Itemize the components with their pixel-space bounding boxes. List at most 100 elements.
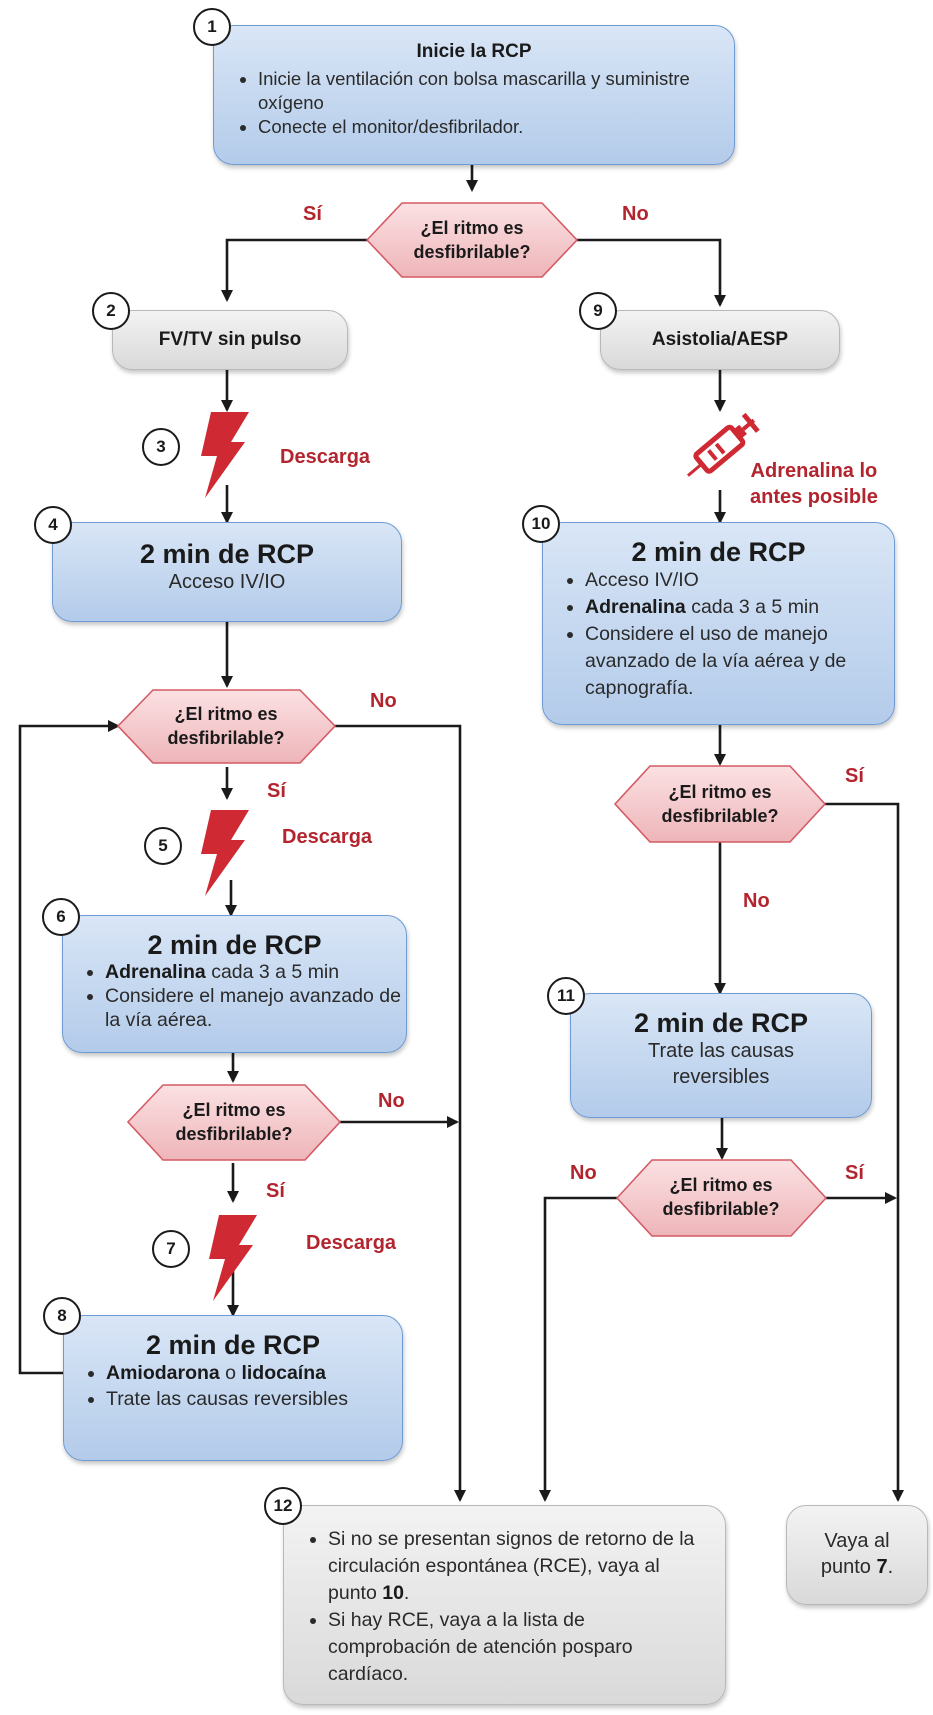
step-4-number: 4 (34, 506, 72, 544)
lightning-bolt-icon (201, 412, 249, 498)
decision-4-line2: desfibrilable? (175, 1124, 293, 1144)
step-12-number: 12 (264, 1487, 302, 1525)
syringe-icon (686, 412, 760, 477)
step-12-bullet-1-end: . (403, 1582, 410, 1604)
step-10-dose: cada 3 a 5 min (685, 596, 820, 618)
decision-diamond-3 (613, 765, 827, 843)
step-9-number: 9 (579, 292, 617, 330)
step-6-dose: cada 3 a 5 min (205, 961, 340, 983)
step-9-label: Asistolia/AESP (651, 329, 789, 350)
decision-1-line1: ¿El ritmo es (420, 218, 524, 238)
step-4-box: 2 min de RCP Acceso IV/IO (52, 522, 402, 622)
goto-line-2-end: . (887, 1556, 894, 1578)
epinephrine-line-1: Adrenalina lo (750, 460, 878, 482)
decision-diamond-5 (615, 1159, 828, 1237)
step-12-list: Si no se presentan signos de retorno de … (304, 1526, 711, 1688)
step-12-box: Si no se presentan signos de retorno de … (283, 1505, 726, 1705)
step-8-bullet-1: Amiodarona o lidocaína (106, 1360, 402, 1386)
decision-5-label: ¿El ritmo es desfibrilable? (641, 1173, 801, 1221)
step-6-list: Adrenalina cada 3 a 5 min Considere el m… (81, 960, 406, 1032)
step-7-label: Descarga (306, 1232, 397, 1254)
step-5-label: Descarga (282, 826, 373, 848)
step-10-bullet-1: Acceso IV/IO (585, 567, 894, 594)
step-1-bullet-2: Conecte el monitor/desfibrilador. (258, 115, 734, 139)
step-10-bullet-2: Adrenalina cada 3 a 5 min (585, 594, 894, 621)
answer-no-2: No (370, 690, 397, 712)
step-8-list: Amiodarona o lidocaína Trate las causas … (82, 1360, 402, 1412)
goto-line-2: punto 7. (787, 1554, 927, 1580)
step-6-number: 6 (42, 898, 80, 936)
answer-yes-5: Sí (845, 1162, 864, 1184)
decision-diamond-2 (116, 689, 337, 764)
step-3-number: 3 (142, 428, 180, 466)
step-5-number: 5 (144, 827, 182, 865)
decision-3-label: ¿El ritmo es desfibrilable? (640, 780, 800, 828)
step-8-box: 2 min de RCP Amiodarona o lidocaína Trat… (63, 1315, 403, 1461)
decision-3-line1: ¿El ritmo es (668, 782, 772, 802)
step-1-list: Inicie la ventilación con bolsa mascaril… (234, 67, 734, 139)
decision-2-line2: desfibrilable? (167, 728, 285, 748)
step-2-box: FV/TV sin pulso (112, 310, 348, 370)
step-7-number: 7 (152, 1230, 190, 1268)
step-11-line-2: reversibles (672, 1066, 770, 1088)
step-2-label: FV/TV sin pulso (158, 329, 302, 350)
decision-diamond-4 (126, 1084, 342, 1161)
answer-yes-2: Sí (267, 780, 286, 802)
step-12-bullet-2: Si hay RCE, vaya a la lista de comprobac… (328, 1607, 711, 1688)
step-1-number: 1 (193, 8, 231, 46)
step-1-bullet-1: Inicie la ventilación con bolsa mascaril… (258, 67, 734, 115)
step-8-drug-1: Amiodarona (106, 1362, 220, 1384)
decision-5-line1: ¿El ritmo es (669, 1175, 773, 1195)
step-12-ref-10: 10 (382, 1582, 404, 1604)
step-12-bullet-1-text: Si no se presentan signos de retorno de … (328, 1528, 695, 1604)
step-12-bullet-1: Si no se presentan signos de retorno de … (328, 1526, 711, 1607)
answer-no-3: No (743, 890, 770, 912)
step-8-title: 2 min de RCP (145, 1330, 321, 1360)
step-8-bullet-2: Trate las causas reversibles (106, 1386, 402, 1412)
goto-line-1: Vaya al (824, 1530, 890, 1552)
step-8-number: 8 (43, 1297, 81, 1335)
step-10-number: 10 (522, 505, 560, 543)
step-6-box: 2 min de RCP Adrenalina cada 3 a 5 min C… (62, 915, 407, 1053)
decision-diamond-1 (365, 202, 579, 278)
step-10-drug: Adrenalina (585, 596, 686, 618)
epinephrine-line-2: antes posible (750, 486, 878, 508)
step-11-title: 2 min de RCP (633, 1008, 809, 1038)
step-8-or: o (219, 1362, 242, 1384)
decision-2-line1: ¿El ritmo es (174, 704, 278, 724)
step-3-label: Descarga (280, 446, 371, 468)
answer-yes-4: Sí (266, 1180, 285, 1202)
lightning-bolt-icon (209, 1215, 257, 1301)
step-1-box: Inicie la RCP Inicie la ventilación con … (213, 25, 735, 165)
step-6-bullet-2: Considere el manejo avanzado de la vía a… (105, 984, 406, 1032)
decision-2-label: ¿El ritmo es desfibrilable? (146, 702, 306, 750)
answer-no-5: No (570, 1162, 597, 1184)
decision-4-label: ¿El ritmo es desfibrilable? (154, 1098, 314, 1146)
goto-step-7-box: Vaya al punto 7. (786, 1505, 928, 1605)
step-6-bullet-1: Adrenalina cada 3 a 5 min (105, 960, 406, 984)
step-6-title: 2 min de RCP (147, 930, 322, 960)
decision-1-line2: desfibrilable? (413, 242, 531, 262)
step-6-drug: Adrenalina (105, 961, 206, 983)
decision-5-line2: desfibrilable? (662, 1199, 780, 1219)
step-11-box: 2 min de RCP Trate las causas reversible… (570, 993, 872, 1118)
goto-line-2-text: punto (820, 1556, 877, 1578)
answer-yes-1: Sí (303, 203, 322, 225)
step-1-title: Inicie la RCP (416, 41, 532, 62)
epinephrine-label: Adrenalina lo antes posible (750, 458, 878, 510)
step-9-box: Asistolia/AESP (600, 310, 840, 370)
step-4-subtitle: Acceso IV/IO (168, 571, 286, 593)
step-2-number: 2 (92, 292, 130, 330)
step-11-line-1: Trate las causas (648, 1040, 794, 1062)
step-4-title: 2 min de RCP (139, 539, 315, 569)
lightning-bolt-icon (201, 810, 249, 896)
step-10-box: 2 min de RCP Acceso IV/IO Adrenalina cad… (542, 522, 895, 725)
step-11-number: 11 (547, 977, 585, 1015)
step-10-list: Acceso IV/IO Adrenalina cada 3 a 5 min C… (561, 567, 894, 702)
answer-yes-3: Sí (845, 765, 864, 787)
decision-3-line2: desfibrilable? (661, 806, 779, 826)
step-10-bullet-3: Considere el uso de manejo avanzado de l… (585, 621, 894, 702)
decision-1-label: ¿El ritmo es desfibrilable? (392, 216, 552, 264)
step-10-title: 2 min de RCP (631, 537, 806, 567)
